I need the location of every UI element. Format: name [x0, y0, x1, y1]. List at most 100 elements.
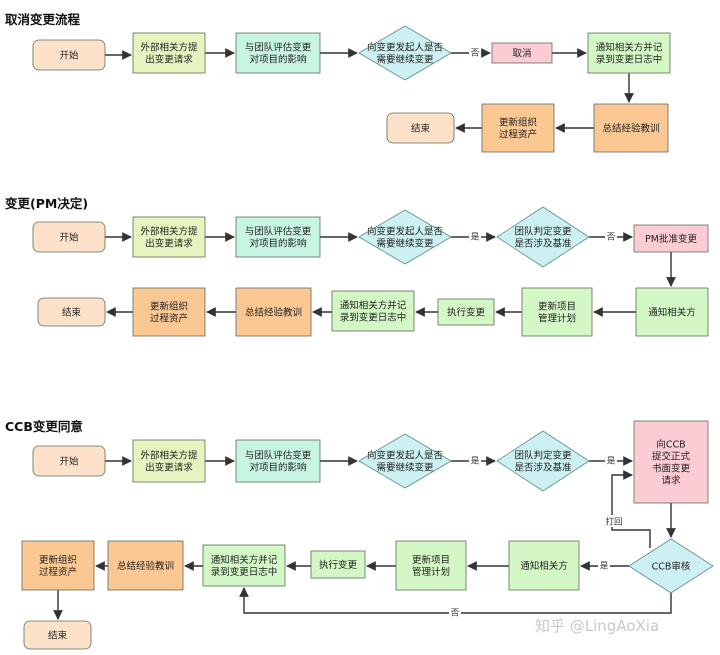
s3-end-node-text: 结束	[48, 630, 68, 642]
s1-end-node[interactable]: 结束	[386, 112, 455, 144]
s3-decision1-node-text: 向变更发起人是否	[367, 450, 444, 462]
s2-start-node-text: 开始	[59, 232, 79, 244]
s3-assets-node-text: 过程资产	[39, 566, 77, 578]
s2-assess-node-text: 与团队评估变更	[245, 226, 312, 238]
s2-execute-node-text: 执行变更	[447, 307, 486, 319]
s3-end-node-shape	[23, 620, 92, 650]
s3-update-plan-node-text: 更新项目	[412, 554, 450, 566]
labels-layer: 否是否是是打回是否	[449, 46, 626, 619]
s3-execute-node[interactable]: 执行变更	[310, 550, 366, 579]
s1-assess-node-shape	[235, 32, 321, 74]
s1-notify-node-text: 通知相关方并记	[596, 42, 663, 54]
s2-lessons-node-text: 总结经验教训	[245, 307, 302, 319]
s3-start-node[interactable]: 开始	[32, 445, 106, 477]
s3-start-node-shape	[32, 445, 106, 477]
s1-decision-node-text: 向变更发起人是否	[367, 42, 444, 54]
s1-assess-node-text: 与团队评估变更	[245, 42, 312, 54]
s3-edge-label-yes1-bg	[469, 454, 481, 466]
s3-lessons-node-text: 总结经验教训	[117, 560, 174, 572]
s3-record-node-text: 录到变更日志中	[211, 566, 278, 578]
section-title-ccb: CCB变更同意	[5, 419, 83, 434]
s1-request-node-text: 出变更请求	[145, 54, 193, 66]
s2-assets-node-text: 更新组织	[150, 301, 188, 313]
s3-notify-node[interactable]: 通知相关方	[508, 540, 580, 591]
s1-cancel-node-text: 取消	[512, 48, 531, 60]
s3-assess-node-shape	[235, 439, 321, 483]
s2-decision2-node-text: 团队判定变更	[514, 226, 572, 238]
s2-assets-node-text: 过程资产	[150, 313, 188, 325]
s1-start-node[interactable]: 开始	[32, 39, 106, 71]
s1-end-node-text: 结束	[411, 123, 431, 135]
s1-cancel-node-shape	[491, 42, 553, 64]
s3-end-node[interactable]: 结束	[23, 620, 92, 650]
s3-decision2-node-text: 是否涉及基准	[514, 462, 572, 474]
s3-edge-label-return: 打回	[605, 517, 622, 528]
s2-start-node[interactable]: 开始	[32, 221, 106, 253]
s3-lessons-node[interactable]: 总结经验教训	[107, 540, 184, 591]
s1-lessons-node-text: 总结经验教训	[602, 123, 659, 135]
s2-assess-node-shape	[235, 216, 321, 258]
s1-update-node-text: 过程资产	[499, 129, 537, 141]
s1-lessons-node[interactable]: 总结经验教训	[593, 103, 669, 153]
s3-execute-node-shape	[310, 550, 366, 579]
s3-edge-label-yes1: 是	[471, 457, 480, 467]
s1-assess-node-text: 对项目的影响	[249, 54, 306, 66]
s3-edge-ccb-return	[611, 470, 651, 548]
s3-assess-node-text: 对项目的影响	[249, 462, 306, 474]
s3-edge-label-no: 否	[451, 609, 460, 619]
s2-notify-node[interactable]: 通知相关方	[635, 287, 709, 337]
s2-edge-label-yes: 是	[471, 233, 480, 243]
s2-decision1-node-text: 需要继续变更	[376, 238, 434, 250]
s1-lessons-node-shape	[593, 103, 669, 153]
s3-ccb-node-shape	[628, 538, 714, 594]
s3-edge-label-yes3: 是	[600, 562, 609, 572]
s3-request-node-text: 外部相关方提	[140, 450, 198, 462]
s2-execute-node[interactable]: 执行变更	[437, 298, 495, 326]
s3-assess-node-text: 与团队评估变更	[245, 450, 312, 462]
s3-notify-node-text: 通知相关方	[520, 560, 568, 572]
s2-edge-label-no: 否	[607, 233, 616, 243]
s3-record-node-shape	[202, 544, 286, 587]
nodes-layer: 开始外部相关方提出变更请求与团队评估变更对项目的影响向变更发起人是否需要继续变更…	[21, 25, 714, 650]
s2-approve-node[interactable]: PM批准变更	[633, 224, 709, 253]
s1-request-node-shape	[132, 32, 206, 74]
s3-submit-node-text: 书面变更	[652, 463, 691, 475]
s2-lessons-node[interactable]: 总结经验教训	[235, 287, 312, 337]
s1-cancel-node[interactable]: 取消	[491, 42, 553, 64]
s3-request-node-text: 出变更请求	[145, 462, 193, 474]
s1-start-node-text: 开始	[59, 50, 79, 62]
s2-update-plan-node-text: 管理计划	[538, 313, 576, 325]
s2-approve-node-text: PM批准变更	[645, 233, 697, 245]
s3-ccb-node[interactable]: CCB审核	[628, 538, 714, 594]
s2-end-node[interactable]: 结束	[37, 297, 106, 327]
s2-record-node-text: 录到变更日志中	[340, 312, 407, 324]
s2-update-plan-node-text: 更新项目	[538, 301, 576, 313]
s3-submit-node-text: 向CCB	[656, 439, 685, 451]
section-title-cancel: 取消变更流程	[5, 12, 81, 27]
s2-request-node-text: 外部相关方提	[140, 226, 198, 238]
s2-end-node-text: 结束	[62, 307, 82, 319]
s2-edge-label-no-bg	[605, 230, 617, 242]
s2-assets-node-shape	[132, 287, 206, 337]
s2-lessons-node-shape	[235, 287, 312, 337]
